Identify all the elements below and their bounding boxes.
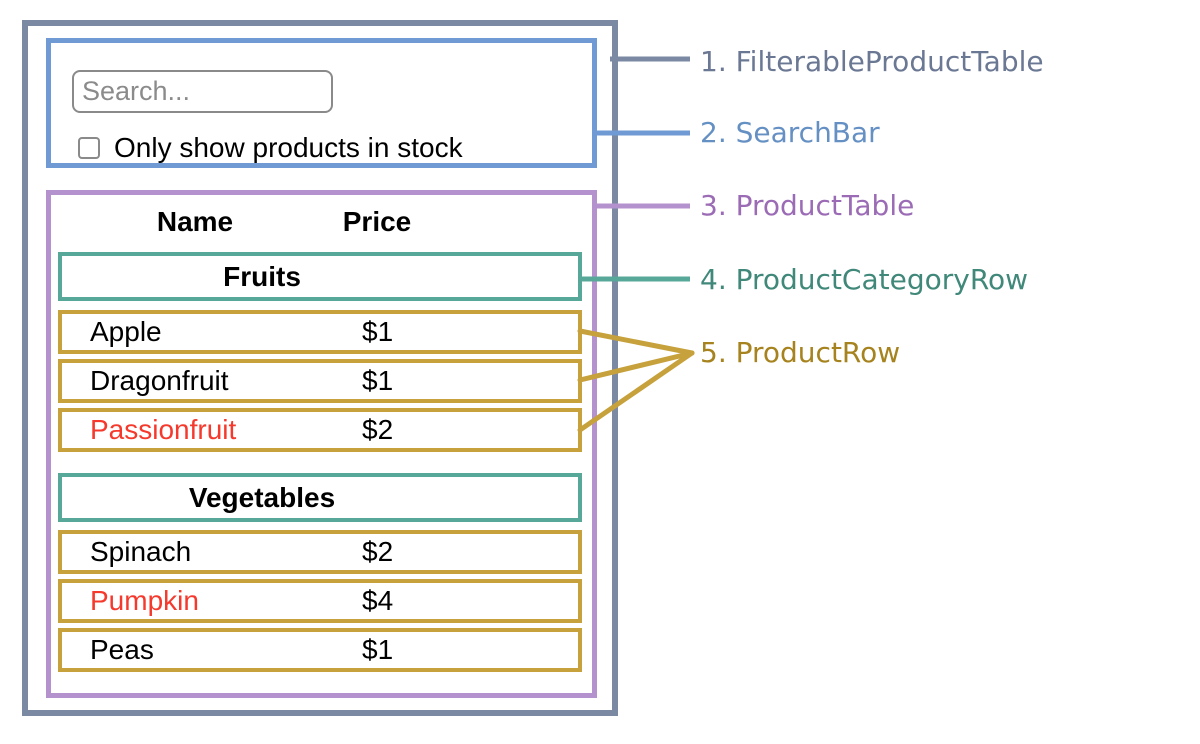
category-label: Fruits [223,260,301,292]
product-name-out-of-stock: Passionfruit [90,414,237,445]
product-name: Peas [90,634,154,665]
product-price: $1 [362,634,394,665]
in-stock-filter: Only show products in stock [78,132,463,164]
category-label: Vegetables [188,481,336,513]
search-bar-box: Only show products in stock [46,38,597,168]
product-row-dragonfruit: Dragonfruit $1 [58,359,582,403]
product-name: Apple [90,316,162,347]
product-row-spinach: Spinach $2 [58,530,582,574]
search-input[interactable] [72,70,333,113]
legend-filterable-product-table: 1. FilterableProductTable [700,45,1044,78]
in-stock-checkbox[interactable] [78,137,100,159]
product-price: $2 [362,536,394,567]
legend-product-category-row: 4. ProductCategoryRow [700,263,1029,296]
column-header-name: Name [156,206,234,237]
legend-product-row: 5. ProductRow [700,336,901,369]
product-table-box: Name Price Fruits Apple $1 Dragonfruit $… [46,190,597,698]
product-row-passionfruit: Passionfruit $2 [58,408,582,452]
column-header-price: Price [342,206,412,237]
product-price: $4 [362,585,394,616]
product-category-row-vegetables: Vegetables [58,473,582,522]
product-name: Dragonfruit [90,365,229,396]
product-price: $1 [362,365,394,396]
product-price: $1 [362,316,394,347]
product-row-apple: Apple $1 [58,310,582,354]
product-name-out-of-stock: Pumpkin [90,585,199,616]
in-stock-checkbox-label: Only show products in stock [114,132,463,163]
product-price: $2 [362,414,394,445]
legend-search-bar: 2. SearchBar [700,116,880,149]
product-row-pumpkin: Pumpkin $4 [58,579,582,623]
product-name: Spinach [90,536,192,567]
legend-product-table: 3. ProductTable [700,189,915,222]
product-row-peas: Peas $1 [58,628,582,672]
product-category-row-fruits: Fruits [58,252,582,301]
